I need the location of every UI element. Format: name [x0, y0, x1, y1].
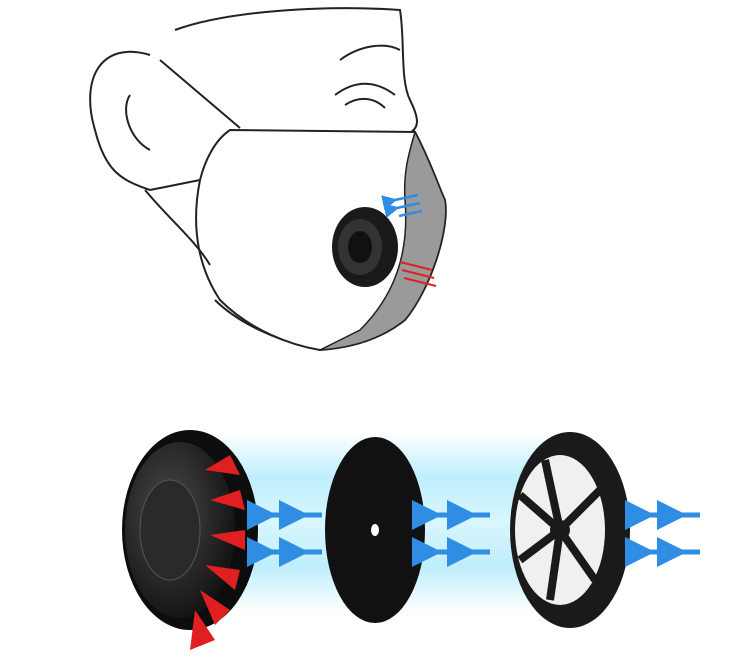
mask-side-panel — [319, 129, 447, 351]
face-mask — [144, 59, 447, 352]
inhale-arrows — [247, 500, 700, 567]
eye — [334, 82, 396, 109]
ear — [89, 50, 151, 191]
mask-valve — [332, 207, 398, 287]
eyebrow — [339, 44, 401, 61]
valve-cap — [122, 430, 258, 630]
valve-wheel — [510, 432, 630, 628]
exhale-arrows-cap — [190, 455, 245, 650]
head-outline — [174, 7, 418, 136]
ear-strap — [149, 59, 241, 191]
filter-disc — [325, 437, 425, 623]
ear-strap-lower — [144, 189, 211, 266]
exhale-arrows-face — [399, 261, 437, 287]
inhale-arrows-face — [381, 193, 423, 218]
face-drawing — [89, 7, 418, 346]
